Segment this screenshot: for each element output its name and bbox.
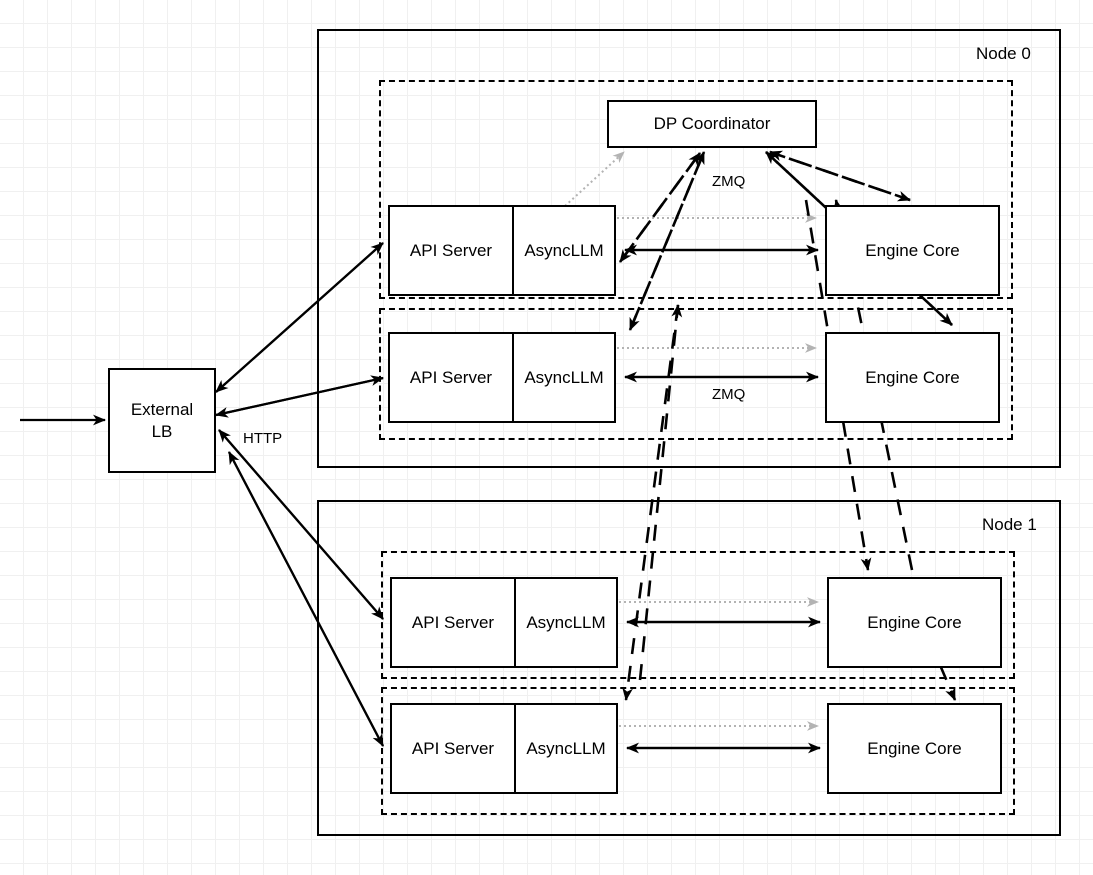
zmq-label-top: ZMQ <box>712 173 746 190</box>
node-1-group-1-api-server-cell[interactable]: API Server <box>392 705 516 792</box>
node-0-label: Node 0 <box>976 44 1031 63</box>
async-llm-label: AsyncLLM <box>526 738 606 758</box>
node-1-group-0-frame <box>381 551 1015 679</box>
engine-core-label: Engine Core <box>867 738 962 758</box>
external-lb-label-line1: External <box>130 400 194 420</box>
node-1-group-1-frame <box>381 687 1015 815</box>
dp-coordinator-box[interactable]: DP Coordinator <box>607 100 817 148</box>
async-llm-label: AsyncLLM <box>524 367 604 387</box>
dp-coordinator-label: DP Coordinator <box>653 114 771 134</box>
node-0-group-0-frame <box>379 80 1013 299</box>
engine-core-label: Engine Core <box>867 612 962 632</box>
node-0-frame <box>317 29 1061 468</box>
api-server-label: API Server <box>411 612 495 632</box>
node-1-group-1-api-server-box[interactable]: API Server AsyncLLM <box>390 703 618 794</box>
node-0-group-1-api-server-box[interactable]: API Server AsyncLLM <box>388 332 616 423</box>
node-1-group-0-api-server-cell[interactable]: API Server <box>392 579 516 666</box>
node-1-group-0-engine-core-box[interactable]: Engine Core <box>827 577 1002 668</box>
node-1-frame <box>317 500 1061 836</box>
node-1-group-1-engine-core-box[interactable]: Engine Core <box>827 703 1002 794</box>
async-llm-label: AsyncLLM <box>526 612 606 632</box>
node-0-group-0-api-server-box[interactable]: API Server AsyncLLM <box>388 205 616 296</box>
node-1-group-0-api-server-box[interactable]: API Server AsyncLLM <box>390 577 618 668</box>
node-0-group-1-api-server-cell[interactable]: API Server <box>390 334 514 421</box>
engine-core-label: Engine Core <box>865 240 960 260</box>
async-llm-label: AsyncLLM <box>524 240 604 260</box>
zmq-label-bottom: ZMQ <box>712 386 746 403</box>
node-0-group-1-async-llm-cell[interactable]: AsyncLLM <box>514 334 614 421</box>
external-lb-box[interactable]: External LB <box>108 368 216 473</box>
node-1-group-1-async-llm-cell[interactable]: AsyncLLM <box>516 705 616 792</box>
node-0-group-0-engine-core-box[interactable]: Engine Core <box>825 205 1000 296</box>
node-0-group-0-async-llm-cell[interactable]: AsyncLLM <box>514 207 614 294</box>
api-server-label: API Server <box>409 367 493 387</box>
api-server-label: API Server <box>411 738 495 758</box>
engine-core-label: Engine Core <box>865 367 960 387</box>
http-label: HTTP <box>243 430 283 447</box>
node-0-group-1-engine-core-box[interactable]: Engine Core <box>825 332 1000 423</box>
node-0-group-0-api-server-cell[interactable]: API Server <box>390 207 514 294</box>
node-0-group-1-frame <box>379 308 1013 440</box>
external-lb-label-line2: LB <box>151 421 173 441</box>
node-1-label: Node 1 <box>982 515 1037 534</box>
api-server-label: API Server <box>409 240 493 260</box>
node-1-group-0-async-llm-cell[interactable]: AsyncLLM <box>516 579 616 666</box>
